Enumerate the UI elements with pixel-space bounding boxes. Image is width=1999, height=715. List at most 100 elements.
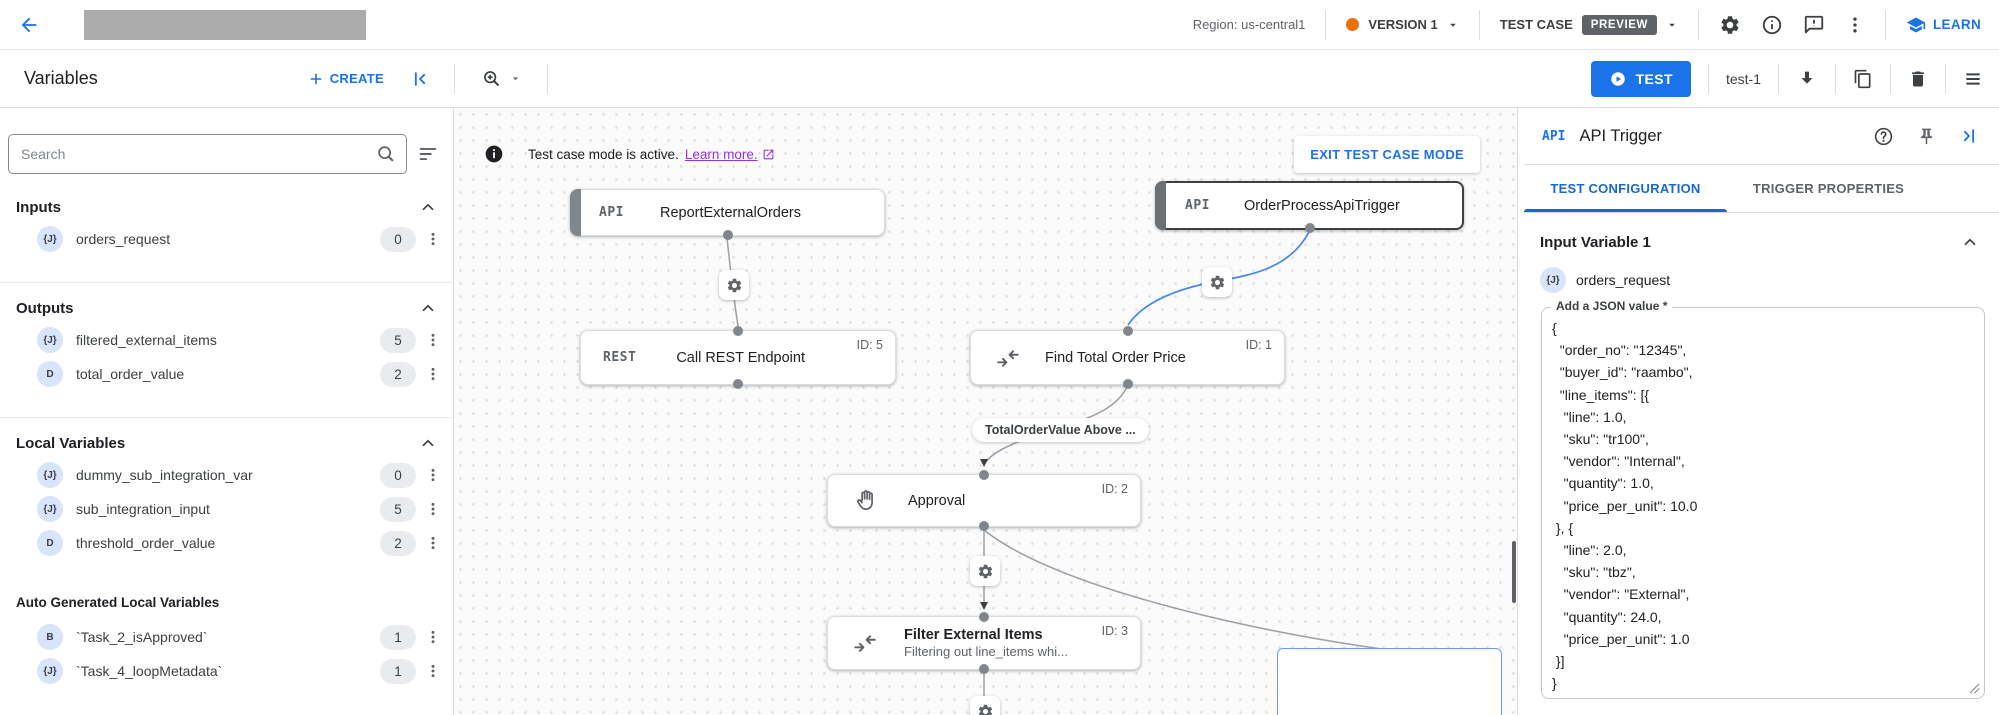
connector-dot[interactable] (979, 521, 989, 531)
node-filter-external-items[interactable]: Filter External Items Filtering out line… (827, 612, 1141, 674)
node-find-total-order-price[interactable]: Find Total Order Price ID: 1 (970, 326, 1285, 389)
variable-row-sub-integration-input[interactable]: {J} sub_integration_input 5 (0, 492, 453, 526)
divider (1325, 9, 1327, 40)
edge-config-gear[interactable] (970, 556, 1000, 586)
variable-name: total_order_value (76, 366, 185, 382)
delete-icon[interactable] (1908, 69, 1928, 89)
panel-tabs: TEST CONFIGURATION TRIGGER PROPERTIES (1524, 165, 1999, 213)
more-vertical-icon[interactable] (425, 231, 441, 247)
variable-row-task2-isapproved[interactable]: B `Task_2_isApproved` 1 (0, 620, 453, 654)
variable-row-task4-loopmetadata[interactable]: {J} `Task_4_loopMetadata` 1 (0, 654, 453, 688)
feedback-icon[interactable] (1803, 14, 1825, 36)
test-toolbar-right: TEST test-1 (1590, 60, 1999, 97)
settings-gear-icon[interactable] (1719, 14, 1741, 36)
node-title: ReportExternalOrders (659, 204, 802, 221)
chevron-up-icon[interactable] (419, 299, 437, 317)
node-id-label: ID: 5 (856, 338, 883, 352)
more-vertical-icon[interactable] (425, 629, 441, 645)
learn-link[interactable]: LEARN (1906, 15, 1981, 35)
usage-count-badge: 0 (380, 462, 416, 488)
node-approval[interactable]: Approval ID: 2 (827, 470, 1141, 531)
connector-dot[interactable] (722, 230, 733, 240)
double-type-icon: D (37, 361, 63, 387)
more-vertical-icon[interactable] (425, 467, 441, 483)
panel-content: Input Variable 1 {J} orders_request Add … (1524, 213, 1999, 699)
node-report-external-orders[interactable]: API ReportExternalOrders (570, 189, 885, 240)
more-vertical-icon[interactable] (425, 663, 441, 679)
connector-dot[interactable] (1122, 326, 1133, 336)
edge-condition-label[interactable]: TotalOrderValue Above ... (972, 418, 1149, 442)
menu-lines-icon[interactable] (1963, 69, 1983, 89)
collapse-panel-icon[interactable] (1959, 126, 1979, 146)
variable-row-filtered-external-items[interactable]: {J} filtered_external_items 5 (0, 323, 453, 357)
tab-trigger-properties[interactable]: TRIGGER PROPERTIES (1727, 165, 1930, 212)
external-link-icon (763, 149, 773, 159)
connector-dot[interactable] (1122, 379, 1133, 389)
flow-canvas[interactable]: Test case mode is active. Learn more. EX… (454, 108, 1518, 715)
node-title: Call REST Endpoint (676, 349, 805, 366)
variable-row-total-order-value[interactable]: D total_order_value 2 (0, 357, 453, 391)
connector-dot[interactable] (979, 664, 989, 674)
usage-count-badge: 1 (380, 624, 416, 650)
connector-dot[interactable] (1304, 223, 1315, 233)
edge-config-gear[interactable] (719, 270, 749, 300)
version-selector[interactable]: VERSION 1 (1346, 17, 1458, 32)
node-title: Filter External Items (904, 627, 1043, 643)
node-id-label: ID: 3 (1101, 624, 1128, 638)
tab-test-configuration[interactable]: TEST CONFIGURATION (1524, 165, 1727, 212)
plus-icon (310, 73, 322, 84)
json-value-text[interactable]: { "order_no": "12345", "buyer_id": "raam… (1552, 320, 1698, 692)
more-vertical-icon[interactable] (425, 332, 441, 348)
chevron-up-icon[interactable] (419, 198, 437, 216)
test-case-label: TEST CASE (1499, 17, 1573, 32)
canvas-scrollbar-thumb[interactable] (1512, 541, 1516, 603)
node-drag-handle[interactable] (570, 189, 581, 236)
field-label: Add a JSON value * (1551, 299, 1673, 313)
connector-dot[interactable] (979, 612, 989, 622)
download-icon[interactable] (1796, 68, 1818, 90)
chevron-up-icon[interactable] (419, 434, 437, 452)
info-icon[interactable] (1761, 14, 1783, 36)
variable-row-threshold-order-value[interactable]: D threshold_order_value 2 (0, 526, 453, 560)
node-call-rest-endpoint[interactable]: REST Call REST Endpoint ID: 5 (580, 326, 896, 389)
search-icon[interactable] (375, 143, 397, 165)
connector-dot[interactable] (733, 326, 743, 336)
section-title: Outputs (16, 299, 74, 317)
section-title: Inputs (16, 198, 61, 216)
node-drag-handle[interactable] (1155, 181, 1166, 230)
variable-row-dummy-sub-integration-var[interactable]: {J} dummy_sub_integration_var 0 (0, 458, 453, 492)
search-input[interactable] (9, 135, 406, 173)
divider (454, 63, 455, 94)
test-case-selector[interactable]: TEST CASE PREVIEW (1499, 14, 1678, 35)
create-variable-button[interactable]: CREATE (308, 71, 384, 87)
pin-icon[interactable] (1917, 127, 1936, 146)
sort-icon[interactable] (417, 143, 439, 165)
more-vertical-icon[interactable] (425, 535, 441, 551)
test-button[interactable]: TEST (1590, 60, 1691, 97)
edge-config-gear[interactable] (970, 696, 1000, 715)
test-case-name: test-1 (1725, 70, 1761, 87)
help-icon[interactable] (1873, 126, 1894, 147)
top-bar-right: Region: us-central1 VERSION 1 TEST CASE … (1193, 9, 1981, 40)
connector-dot[interactable] (733, 379, 743, 389)
chevron-up-icon[interactable] (1961, 233, 1979, 251)
node-order-process-api-trigger[interactable]: API OrderProcessApiTrigger (1155, 181, 1464, 233)
connector-dot[interactable] (979, 470, 989, 480)
variable-row-orders-request[interactable]: {J} orders_request 0 (0, 222, 453, 256)
edge-config-gear[interactable] (1202, 267, 1232, 297)
exit-test-case-mode-button[interactable]: EXIT TEST CASE MODE (1294, 135, 1480, 173)
learn-more-link[interactable]: Learn more. (685, 147, 775, 162)
more-vertical-icon[interactable] (1845, 15, 1865, 35)
copy-icon[interactable] (1853, 69, 1873, 89)
resize-handle-icon[interactable] (1969, 683, 1980, 694)
more-vertical-icon[interactable] (425, 366, 441, 382)
api-badge: API (1185, 198, 1210, 213)
more-vertical-icon[interactable] (425, 501, 441, 517)
back-arrow-icon[interactable] (18, 14, 40, 36)
api-badge: API (1542, 128, 1566, 144)
zoom-control[interactable] (455, 68, 547, 89)
node-new-empty[interactable] (1277, 648, 1502, 715)
json-value-field[interactable]: Add a JSON value * { "order_no": "12345"… (1541, 299, 1985, 699)
collapse-sidebar-icon[interactable] (410, 69, 430, 89)
